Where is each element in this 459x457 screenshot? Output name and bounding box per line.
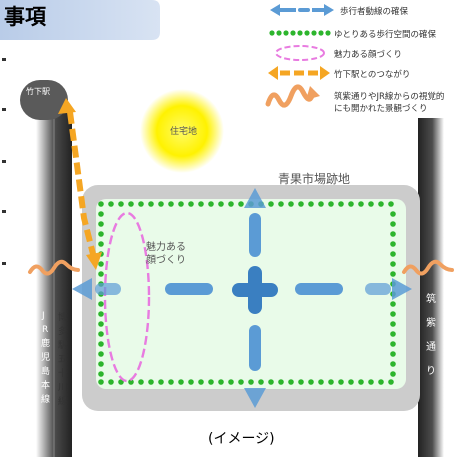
legend-symbol-blue-arrow <box>270 4 334 16</box>
residential-label: 住宅地 <box>170 125 197 137</box>
header-tab: 事項 <box>0 0 160 40</box>
site-label: 青果市場跡地 <box>278 171 350 186</box>
face-ellipse <box>103 211 151 383</box>
legend-label-4: 筑紫通りやJR線からの視覚的 <box>334 91 444 102</box>
margin-marks <box>2 58 6 265</box>
legend-symbol-orange-wave <box>265 84 315 108</box>
legend-symbol-green-dots <box>269 30 331 36</box>
station-label: 竹下駅 <box>26 86 50 96</box>
chikushi-road <box>418 118 444 457</box>
station-marker: 竹下駅 <box>20 80 68 120</box>
legend-label-0: 歩行者動線の確保 <box>340 6 409 17</box>
legend-label-1: ゆとりある歩行空間の確保 <box>334 29 437 40</box>
svg-text:筑紫通りやJR線からの視覚的 にも開かれた景観づ: 筑紫通りやJR線からの視覚的 にも開かれた景観づくり <box>334 91 447 114</box>
hakata-line-label: 博多 駅五 十川 線 <box>58 311 70 407</box>
face-label: 魅力ある 顔づくり <box>146 240 189 266</box>
header-title: 事項 <box>4 5 47 29</box>
jr-wave <box>28 259 80 276</box>
legend-symbol-pink-ellipse <box>275 45 325 61</box>
legend-label-3: 竹下駅とのつながり <box>334 69 410 80</box>
station-connection <box>58 98 102 270</box>
legend-symbol-orange-arrow <box>268 66 330 80</box>
residential-sun <box>140 89 224 173</box>
legend-label-2: 魅力ある顔づくり <box>334 49 402 60</box>
image-note: (イメージ) <box>208 431 275 447</box>
chikushi-wave <box>402 259 454 276</box>
legend: 歩行者動線の確保 ゆとりある歩行空間の確保 魅力ある顔づくり 竹下駅とのつながり… <box>265 4 447 114</box>
pedestrian-axis <box>72 188 412 408</box>
chikushi-label: 筑紫 通り <box>426 292 439 377</box>
